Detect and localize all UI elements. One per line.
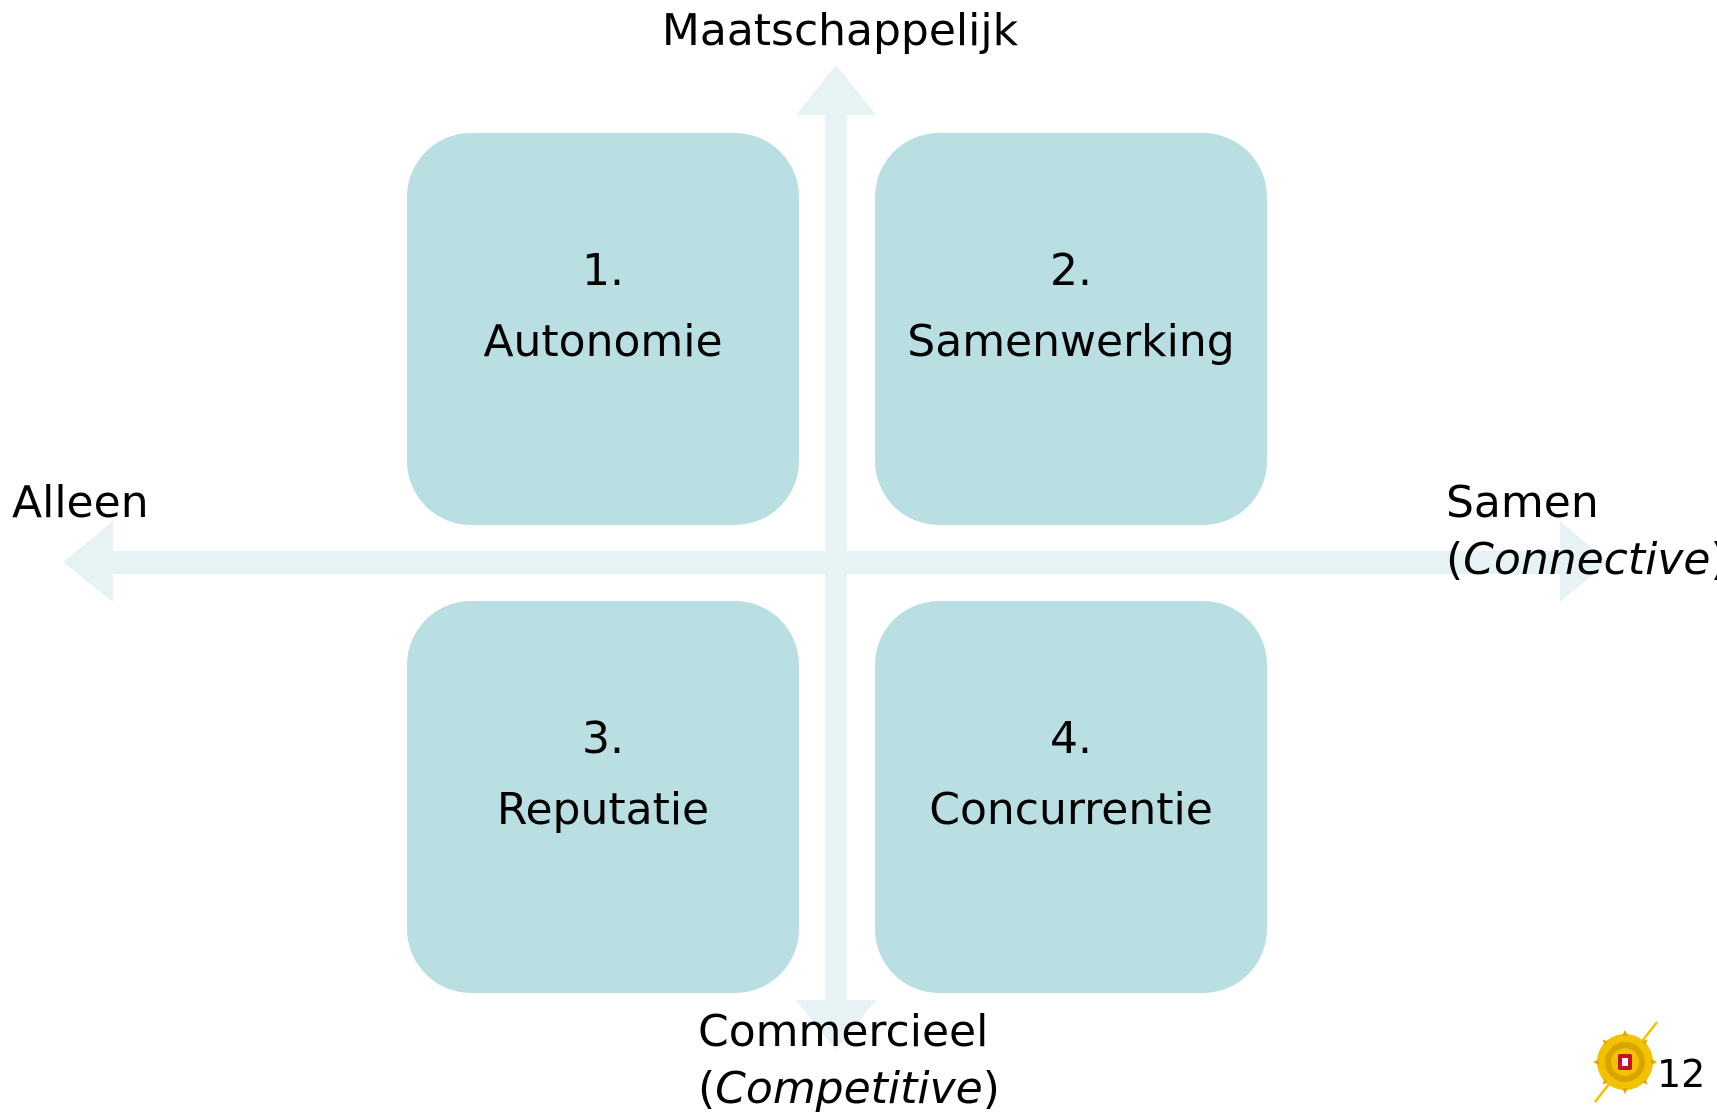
quadrant-reputatie: 3. Reputatie — [407, 601, 799, 993]
axis-label-top: Maatschappelijk — [0, 2, 1680, 59]
axis-right-italic: Connective — [1463, 534, 1711, 585]
axis-bottom-italic: Competitive — [715, 1063, 983, 1114]
axis-right-paren-open: ( — [1446, 534, 1464, 585]
axis-bottom-paren-open: ( — [698, 1063, 716, 1114]
university-seal-icon — [1593, 1021, 1658, 1103]
axis-right-line1: Samen — [1446, 477, 1599, 528]
quadrant-label: Concurrentie — [929, 784, 1213, 835]
quadrant-autonomie: 1. Autonomie — [407, 133, 799, 525]
axis-right-paren-close: ) — [1710, 534, 1717, 585]
axis-label-left: Alleen — [12, 474, 149, 531]
quadrant-number: 4. — [1050, 713, 1092, 764]
axis-bottom-paren-close: ) — [982, 1063, 1000, 1114]
quadrant-number: 3. — [582, 713, 624, 764]
horizontal-axis-arrow — [63, 521, 1608, 602]
axis-bottom-line1: Commercieel — [698, 1006, 989, 1057]
quadrant-label: Reputatie — [496, 784, 710, 835]
axis-left-text: Alleen — [12, 477, 149, 528]
axis-top-text: Maatschappelijk — [661, 5, 1019, 56]
axis-label-right: Samen (Connective) — [1446, 474, 1717, 588]
quadrant-label: Autonomie — [483, 316, 723, 367]
quadrant-number: 1. — [582, 245, 624, 296]
quadrant-label: Samenwerking — [907, 316, 1235, 367]
quadrant-number: 2. — [1050, 245, 1092, 296]
quadrant-concurrentie: 4. Concurrentie — [875, 601, 1267, 993]
page-number: 12 — [1657, 1052, 1706, 1096]
quadrant-samenwerking: 2. Samenwerking — [875, 133, 1267, 525]
axis-label-bottom: Commercieel (Competitive) — [698, 1003, 1000, 1117]
